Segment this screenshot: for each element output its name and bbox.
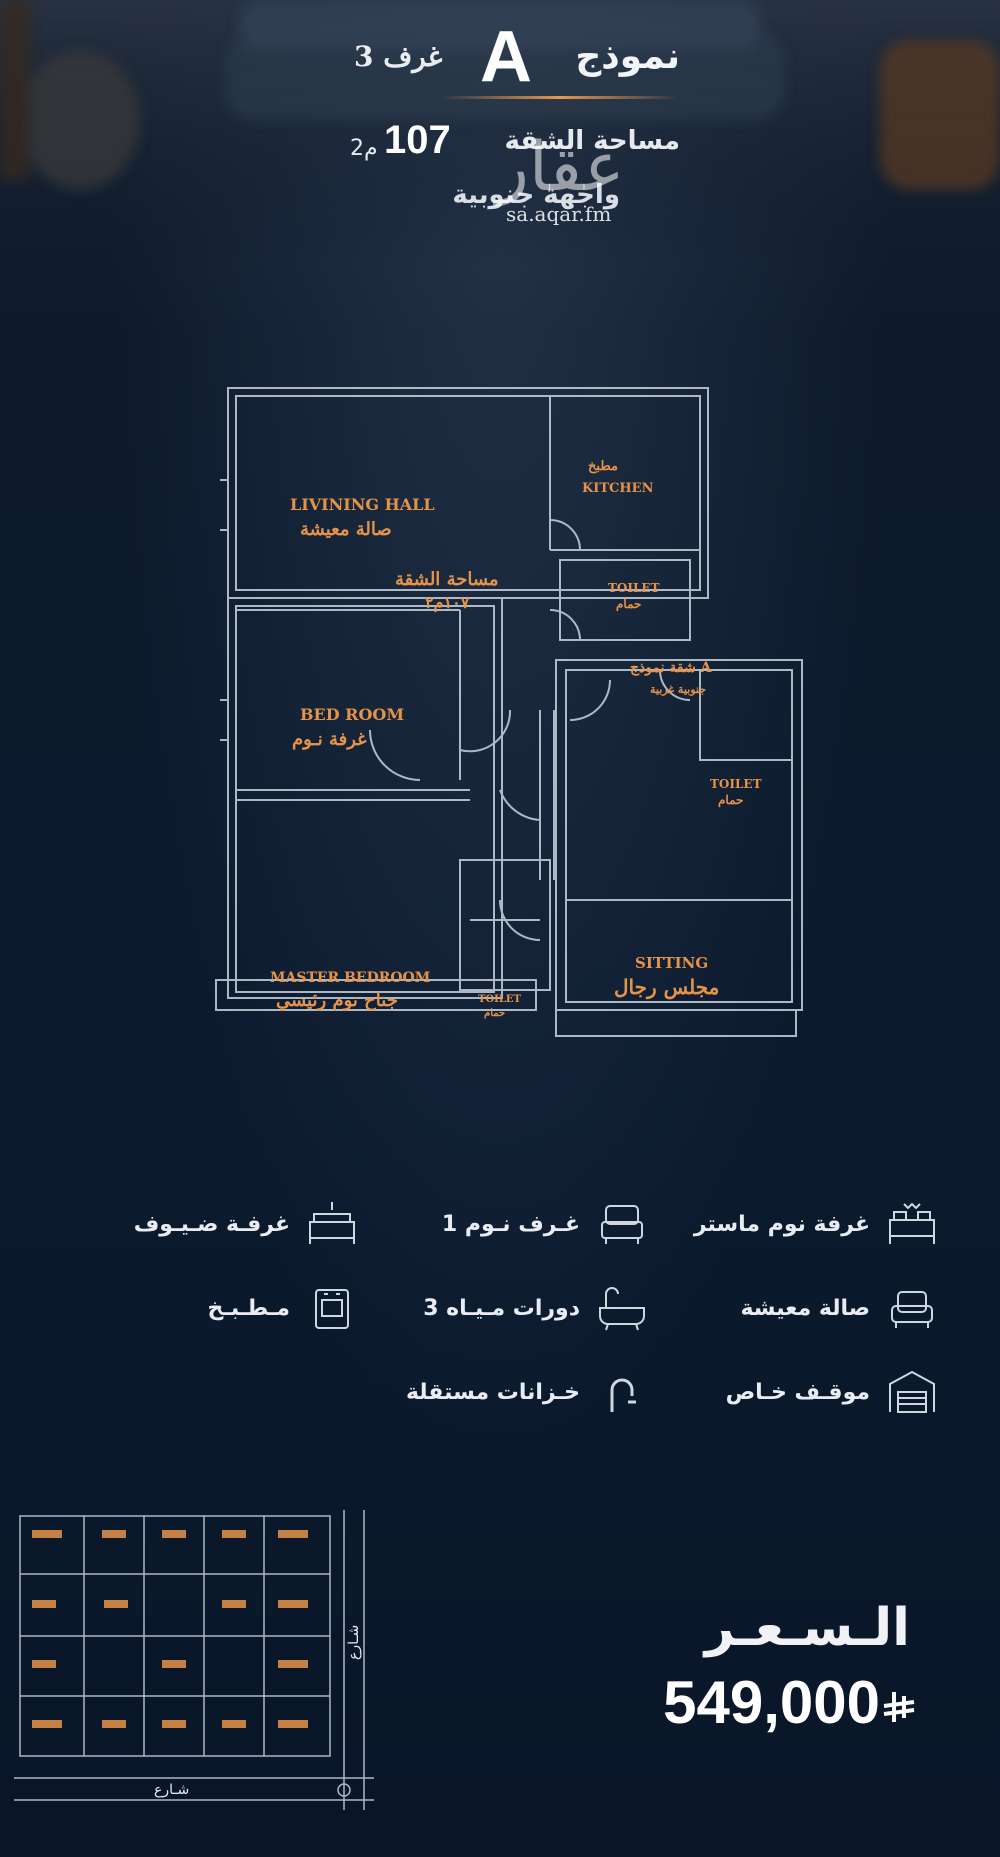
feature-label: غرفـة ضـيـوف [133,1212,290,1237]
toilet2-label-en: TOILET [710,777,762,791]
bathtub-icon [599,1287,645,1331]
feature-label: مـطـبـخ [207,1296,290,1321]
model-word: نموذج [575,36,680,77]
living-label-en: LIVINING HALL [290,495,435,514]
master-label-en: MASTER BEDROOM [270,970,430,986]
site-plan: شـارع شـارع [14,1510,374,1810]
riyal-icon [883,1692,915,1722]
feature-water-tanks: خـزانات مستقلة [360,1368,650,1418]
toilet1-label-ar: حمام [616,597,641,612]
bed-icon [601,1205,643,1244]
feature-living-hall: صالة معيشة [650,1284,940,1334]
title-underline [440,96,680,99]
bedroom-label-en: BED ROOM [300,705,404,724]
price-label: الـسـعـر [704,1598,910,1658]
model-letter: A [480,17,532,97]
kitchen-icon [315,1289,349,1329]
bedroom-label-ar: غرفة نـوم [292,729,367,750]
feature-master-bedroom: غرفة نوم ماستر [650,1200,940,1250]
area-value-plan: ١٠٧م٢ [425,593,470,613]
feature-private-parking: موقـف خـاص [650,1368,940,1418]
area-unit: م2 [350,136,378,161]
armchair-icon [891,1291,933,1328]
feature-label: صالة معيشة [740,1296,870,1321]
feature-label: 1 غـرف نـوم [441,1212,580,1237]
sitting-label-en: SITTING [635,954,708,972]
title-row: نموذج A 3 غرف [340,17,680,97]
feature-label: غرفة نوم ماستر [693,1212,870,1237]
kitchen-label-en: KITCHEN [582,481,654,496]
facade-label: واجهة جنوبية [452,180,620,210]
kitchen-label-ar: مطبخ [588,459,618,474]
street-horizontal-label: شـارع [154,1782,189,1798]
master-bed-icon [889,1202,935,1244]
feature-kitchen: مـطـبـخ [70,1284,360,1334]
feature-label: موقـف خـاص [725,1380,870,1405]
faucet-icon [610,1378,636,1412]
street-vertical-label: شـارع [346,1625,362,1660]
feature-guest-room: غرفـة ضـيـوف [70,1200,360,1250]
apartment-sublabel: جنوبية غربية [650,683,706,696]
feature-bathrooms: 3 دورات مـيـاه [360,1284,650,1334]
feature-label: خـزانات مستقلة [405,1380,580,1405]
toilet3-label-en: TOILET [478,994,521,1005]
price-value: 549,000 [663,1669,880,1736]
master-label-ar: جناح نوم رئيسي [276,990,398,1011]
toilet2-label-ar: حمام [718,793,743,808]
sitting-label-ar: مجلس رجال [614,975,719,1000]
interior-background-photo [0,0,1000,260]
area-label-plan: مساحة الشقة [395,569,499,590]
toilet1-label-en: TOILET [608,581,660,595]
toilet3-label-ar: حمام [484,1008,505,1019]
garage-icon [889,1370,935,1413]
feature-label: 3 دورات مـيـاه [423,1296,580,1321]
feature-bedrooms: 1 غـرف نـوم [360,1200,650,1250]
floor-plan: LIVINING HALL صالة معيشة مطبخ KITCHEN مس… [215,387,803,1037]
apartment-label: شقة نموذج A [630,660,713,676]
area-value: 107 [384,118,451,162]
rooms-count: 3 غرف [354,40,443,73]
features-grid: غرفة نوم ماستر 1 غـرف نـوم غرفـة ضـيـوف … [60,1200,940,1460]
area-label: مساحة الشقة [504,126,681,156]
guest-room-icon [309,1202,355,1244]
living-label-ar: صالة معيشة [300,519,392,540]
